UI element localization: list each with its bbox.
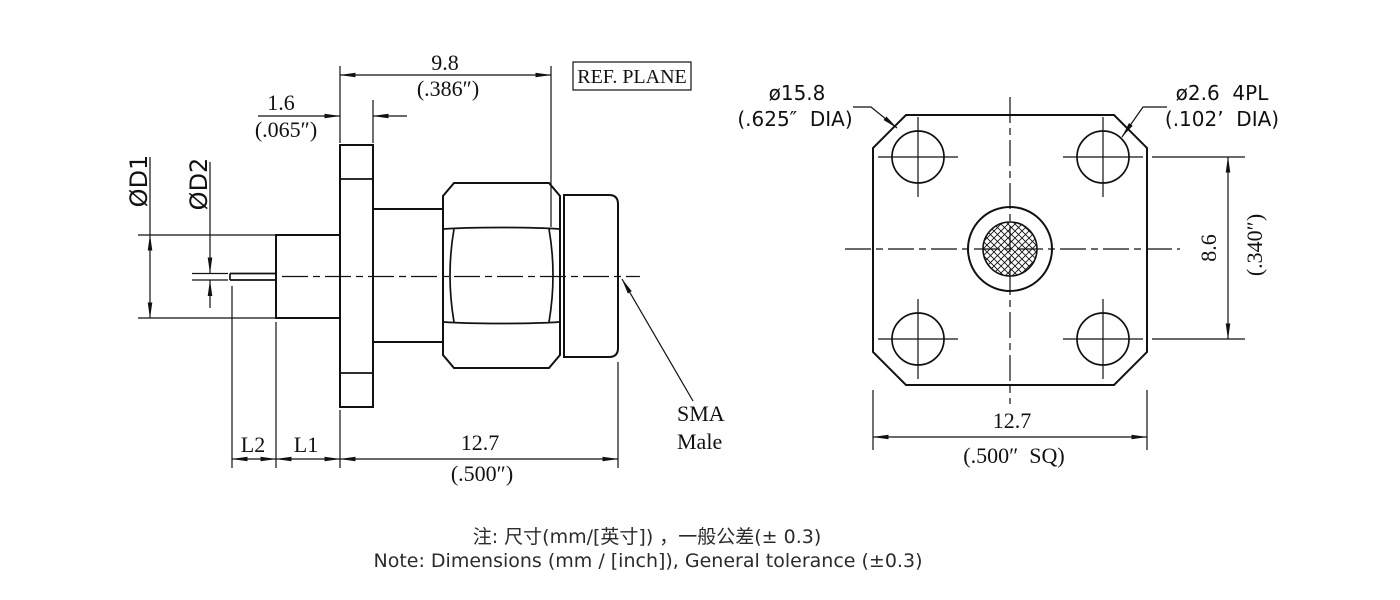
dim-8-6-mm-label: 8.6 (1196, 234, 1221, 262)
ref-plane-box (572, 61, 692, 91)
coupling-nose-outline (563, 194, 619, 358)
dim-l1-label: L1 (294, 432, 318, 457)
dim-9-8-mm-label: 9.8 (431, 50, 459, 75)
dia-d2-label: ØD2 (185, 158, 213, 211)
dim-8-6-inch-label: (.340″) (1242, 214, 1267, 276)
dim-9-8-inch-label: (.386″) (417, 76, 479, 101)
barrel-outline (373, 208, 443, 343)
dim-12-7-mm-label: 12.7 (461, 430, 500, 455)
top-extension-lines (339, 66, 552, 227)
sma-leader-line (621, 278, 694, 402)
bottom-extension-lines (231, 286, 619, 468)
front-view: ø15.8 (.625″ DIA) ø2.6 4PL (.102’ DIA) 8… (737, 81, 1279, 468)
note-line-chinese: 注: 尺寸(mm/[英寸]) ，一般公差(± 0.3) (473, 526, 822, 548)
diameter-extension-lines (138, 234, 276, 319)
flange-dia-leader-line (853, 106, 898, 129)
flange-outline (339, 144, 374, 408)
dim-12-7-sq-mm-label: 12.7 (993, 408, 1032, 433)
dielectric-circle (967, 206, 1053, 292)
mounting-hole-crosshairs (878, 117, 1143, 379)
side-view: 9.8 (.386″) 1.6 (.065″) REF. PLANE ØD1 Ø… (125, 50, 725, 486)
connector-type-line2: Male (677, 429, 722, 454)
hex-nut-outline (442, 182, 561, 369)
square-extension-lines (872, 390, 1148, 450)
hex-nut-facets (443, 226, 560, 325)
dim-1-6-mm-label: 1.6 (267, 90, 295, 115)
notes: 注: 尺寸(mm/[英寸]) ，一般公差(± 0.3) Note: Dimens… (374, 526, 923, 572)
center-contact-hatched (982, 221, 1038, 277)
hole-dia-inch-label: (.102’ DIA) (1165, 107, 1279, 131)
dia-d1-label: ØD1 (125, 155, 153, 208)
connector-type-line1: SMA (677, 401, 725, 426)
dim-12-7-inch-label: (.500″) (451, 461, 513, 486)
hole-dia-leader-line (1121, 106, 1167, 138)
flange-dia-mm-label: ø15.8 (769, 81, 826, 105)
ref-plane-label: REF. PLANE (577, 66, 687, 88)
hole-dia-mm-label: ø2.6 4PL (1176, 81, 1270, 105)
dim-12-7-sq-inch-label: (.500″ SQ) (963, 443, 1064, 468)
flange-dia-inch-label: (.625″ DIA) (737, 107, 852, 131)
note-line-english: Note: Dimensions (mm / [inch]), General … (374, 550, 923, 572)
dim-l2-label: L2 (241, 432, 265, 457)
dim-1-6-inch-label: (.065″) (255, 117, 317, 142)
flange-hole-edges (340, 178, 373, 374)
center-pin-outline (229, 272, 276, 281)
